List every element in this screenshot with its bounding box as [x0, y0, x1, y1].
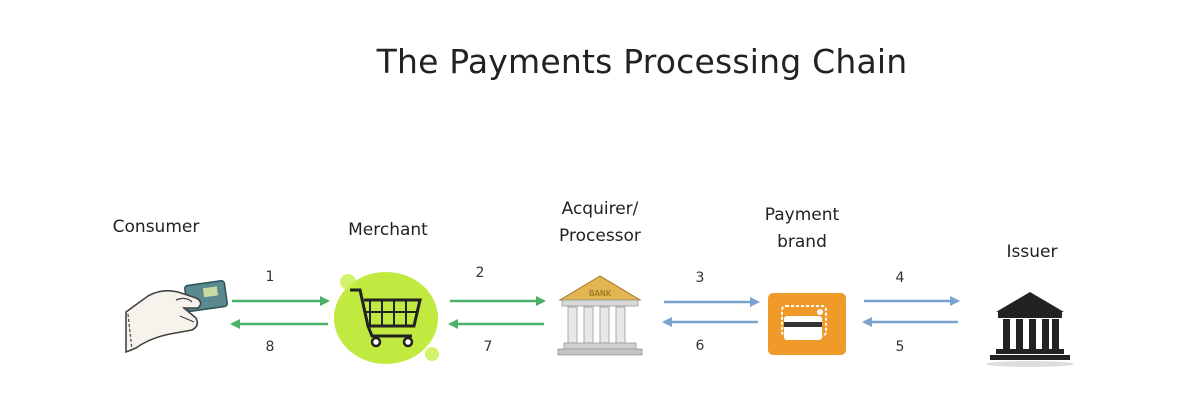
card-logo-icon — [768, 293, 846, 355]
diagram-title: The Payments Processing Chain — [376, 42, 908, 81]
label-acquirer-line2: Processor — [559, 226, 641, 246]
label-acquirer: Acquirer/ Processor — [540, 196, 660, 250]
gold-bank-building-icon: BANK — [557, 275, 643, 356]
step-7: 7 — [483, 339, 493, 355]
label-merchant: Merchant — [348, 220, 428, 240]
step-2: 2 — [475, 265, 485, 281]
shopping-cart-icon — [334, 272, 439, 364]
step-3: 3 — [695, 270, 705, 286]
label-issuer: Issuer — [1006, 242, 1058, 262]
step-5: 5 — [895, 339, 905, 355]
bank-sign-text: BANK — [589, 289, 612, 298]
step-4: 4 — [895, 270, 905, 286]
label-payment-brand-line2: brand — [777, 232, 827, 252]
step-6: 6 — [695, 338, 705, 354]
label-payment-brand-line1: Payment — [764, 205, 840, 225]
step-1: 1 — [265, 269, 275, 285]
step-8: 8 — [265, 339, 275, 355]
bank-building-icon — [986, 292, 1074, 367]
hand-with-card-icon — [125, 279, 228, 354]
label-consumer: Consumer — [112, 217, 200, 237]
label-acquirer-line1: Acquirer/ — [561, 199, 639, 219]
label-payment-brand: Payment brand — [742, 202, 862, 256]
